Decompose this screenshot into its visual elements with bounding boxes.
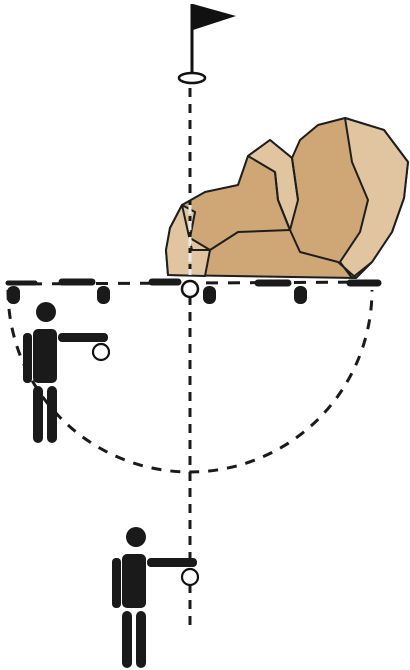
player-torso bbox=[33, 329, 57, 383]
ball-icon bbox=[182, 281, 198, 297]
ball-icon bbox=[93, 344, 109, 360]
player-back-arm bbox=[112, 558, 121, 608]
boulder-icon bbox=[166, 118, 408, 278]
golf-flag-icon bbox=[192, 4, 236, 82]
marker-tee bbox=[203, 286, 216, 304]
player-arm-extended bbox=[147, 558, 197, 567]
player-arm-extended bbox=[58, 333, 108, 342]
player-leg-right bbox=[47, 386, 57, 443]
hole-icon bbox=[179, 73, 205, 83]
player-torso bbox=[122, 554, 146, 608]
player-leg-left bbox=[33, 386, 43, 443]
marker-tee bbox=[97, 286, 110, 304]
player-back-arm bbox=[23, 333, 32, 383]
player-dropping-ball-icon bbox=[112, 527, 198, 668]
player-leg-right bbox=[136, 611, 146, 668]
player-leg-left bbox=[122, 611, 132, 668]
marker-tee bbox=[294, 286, 307, 304]
player-head bbox=[126, 527, 146, 547]
player-dropping-ball-icon bbox=[23, 302, 109, 443]
ball-icon bbox=[182, 569, 198, 585]
player-head bbox=[36, 302, 56, 322]
